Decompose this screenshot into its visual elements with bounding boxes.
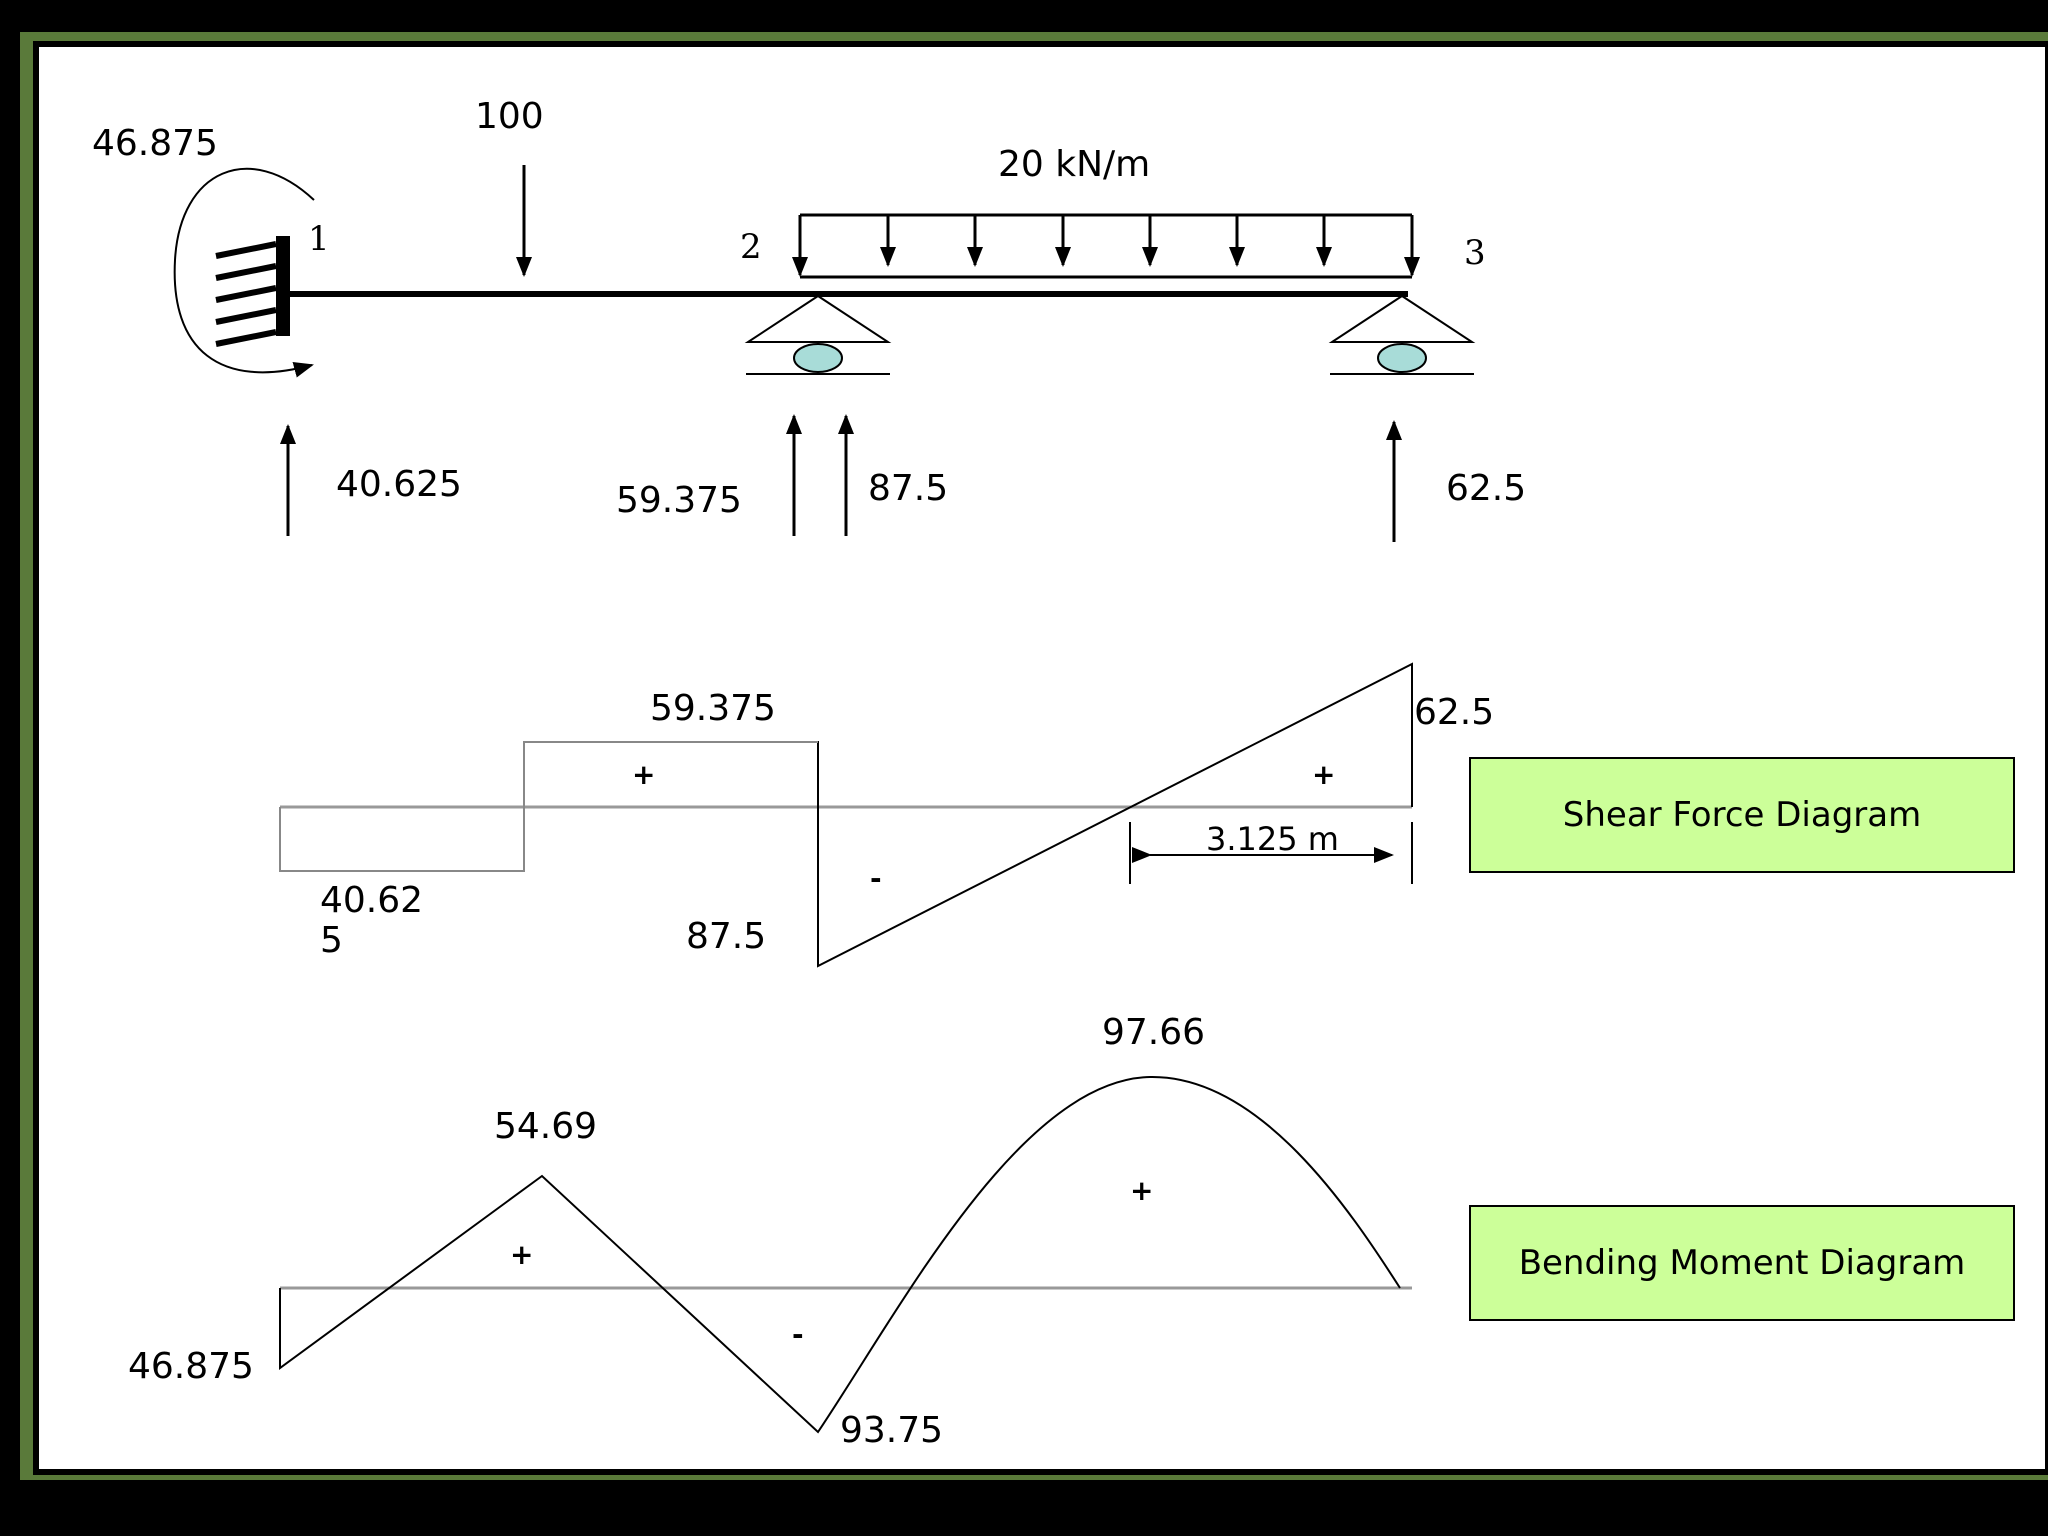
roller-support-2 xyxy=(744,294,892,375)
bmd-sign-neg: - xyxy=(792,1318,804,1351)
sfd-value-2: 62.5 xyxy=(1414,692,1494,733)
udl-label: 20 kN/m xyxy=(998,144,1150,185)
reaction-2b-label: 87.5 xyxy=(868,468,948,509)
sfd-value-3a: 40.62 xyxy=(320,880,423,921)
sfd-sign-pos-1: + xyxy=(632,758,655,791)
sfd-value-1: 59.375 xyxy=(650,688,776,729)
bmd-value-4: 97.66 xyxy=(1102,1012,1205,1053)
bending-moment-diagram: 46.875 54.69 93.75 97.66 + + - Bending M… xyxy=(128,1012,2015,1451)
reaction-1-label: 40.625 xyxy=(336,464,462,505)
bmd-sign-pos-2: + xyxy=(1130,1174,1153,1207)
sfd-value-3b: 5 xyxy=(320,920,343,961)
fixed-support xyxy=(276,236,290,336)
beam-structure: 46.875 100 20 kN/m 1 2 3 40.625 59.375 8… xyxy=(92,96,1526,542)
roller-support-3 xyxy=(1328,294,1476,375)
udl-arrows xyxy=(792,213,1420,279)
sfd-sign-neg: - xyxy=(870,862,882,895)
sfd-sign-pos-2: + xyxy=(1312,758,1335,791)
sfd-value-4: 87.5 xyxy=(686,916,766,957)
reaction-3-label: 62.5 xyxy=(1446,468,1526,509)
bmd-value-3: 93.75 xyxy=(840,1410,943,1451)
node-3-label: 3 xyxy=(1464,233,1486,273)
point-load-label: 100 xyxy=(475,96,544,137)
moment-label: 46.875 xyxy=(92,123,218,164)
shear-force-diagram: 3.125 m 59.375 62.5 40.62 5 87.5 + + - S… xyxy=(279,662,2015,968)
moment-arrow xyxy=(173,167,315,378)
sfd-title-box xyxy=(1469,757,2015,873)
reaction-2a-label: 59.375 xyxy=(616,480,742,521)
bmd-value-2: 54.69 xyxy=(494,1106,597,1147)
sfd-title: Shear Force Diagram xyxy=(1563,795,1921,835)
bmd-value-1: 46.875 xyxy=(128,1346,254,1387)
node-1-label: 1 xyxy=(308,219,330,259)
node-2-label: 2 xyxy=(740,227,762,267)
bmd-title-box xyxy=(1469,1205,2015,1321)
sfd-dimension-label: 3.125 m xyxy=(1206,820,1339,858)
bmd-sign-pos-1: + xyxy=(510,1238,533,1271)
bmd-title: Bending Moment Diagram xyxy=(1519,1243,1966,1283)
bmd-curve xyxy=(279,1075,1401,1434)
